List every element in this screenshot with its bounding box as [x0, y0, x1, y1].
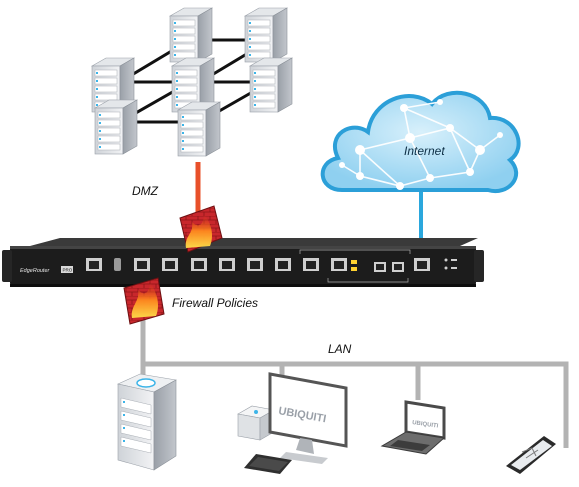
- router-model-badge: [61, 266, 73, 273]
- dmz-server-cluster: [91, 7, 293, 157]
- dmz-label: DMZ: [132, 184, 158, 198]
- router-brand: EdgeRouter: [20, 268, 51, 274]
- cloud-icon: [320, 90, 521, 194]
- server-tower-icon: [117, 373, 177, 471]
- firewall-icon: [179, 205, 223, 253]
- tablet-icon: [506, 436, 556, 474]
- server-icon: [177, 101, 221, 157]
- firewall-policies-label: Firewall Policies: [172, 296, 259, 310]
- router-icon: EdgeRouter PRO: [2, 238, 484, 287]
- laptop-logo-text: UBIQUITI: [412, 420, 439, 430]
- internet-label: Internet: [404, 144, 445, 158]
- console-port: [86, 258, 102, 271]
- server-icon: [249, 57, 293, 113]
- server-icon: [94, 99, 138, 155]
- status-leds: [444, 258, 457, 270]
- lan-label: LAN: [328, 342, 352, 356]
- desktop-computer-icon: UBIQUITI: [237, 372, 348, 474]
- server-icon: [169, 7, 213, 63]
- server-icon: [244, 7, 288, 63]
- firewall-icon: [123, 277, 165, 325]
- router-model: PRO: [63, 268, 73, 273]
- lan-links: [140, 262, 569, 448]
- laptop-icon: UBIQUITI: [380, 400, 446, 455]
- usb-port: [114, 258, 121, 271]
- sfp-ports: [374, 262, 404, 272]
